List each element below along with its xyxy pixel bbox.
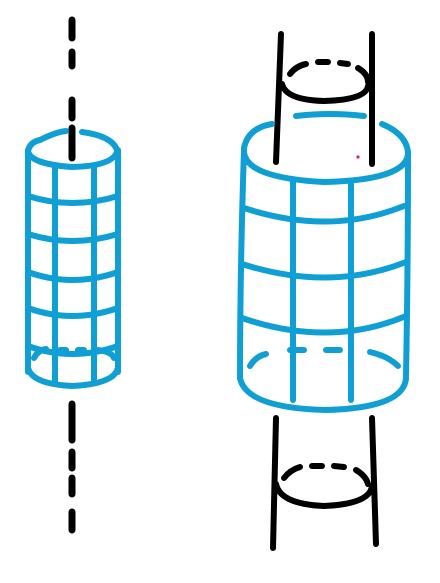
right-tube-bottom-stroke-3 <box>281 464 303 481</box>
right-cylinder-ring <box>239 313 409 336</box>
right-tube-bottom-rim <box>273 481 375 509</box>
left-mesh-cylinder-stroke-17 <box>95 347 117 361</box>
right-cylinder-bottom-rim <box>237 375 409 413</box>
right-tube-bottom-stroke-6 <box>353 467 371 487</box>
left-cylinder-figure <box>25 16 121 534</box>
left-cylinder-ring <box>25 231 121 244</box>
right-tube-bottom <box>270 415 379 551</box>
right-cylinder-left-wall <box>237 147 247 381</box>
left-cylinder-ring <box>25 193 121 206</box>
left-cylinder-top-rim <box>37 128 69 143</box>
right-tube-bottom-stroke-2 <box>369 415 379 547</box>
right-tube-top-stroke-6 <box>355 65 371 85</box>
right-cylinder-top-rim <box>241 121 275 151</box>
right-tube-top-stroke-5 <box>337 60 351 67</box>
right-cylinder-ring <box>239 259 409 281</box>
right-tube-top-stroke-1 <box>273 31 284 165</box>
left-cylinder-ring <box>25 269 121 283</box>
right-cylinder-figure <box>237 31 411 551</box>
left-cylinder-ring <box>25 305 121 319</box>
right-mesh-cylinder-stroke-4 <box>241 149 411 185</box>
left-mesh-cylinder-stroke-14 <box>31 346 49 361</box>
right-mesh-cylinder-stroke-12 <box>247 351 269 369</box>
right-mesh-cylinder-stroke-2 <box>293 111 367 119</box>
right-mesh-cylinder <box>237 111 411 413</box>
left-cylinder-bottom-rim <box>25 365 121 389</box>
left-mesh-cylinder-stroke-3 <box>25 148 120 170</box>
left-mesh-cylinder <box>25 128 121 389</box>
right-mesh-cylinder-stroke-3 <box>379 121 411 155</box>
left-cylinder-ring <box>25 343 121 357</box>
stray-dot <box>356 155 360 159</box>
right-cylinder-ring <box>241 203 407 225</box>
right-mesh-cylinder-stroke-15 <box>367 349 401 369</box>
right-tube-bottom-stroke-5 <box>331 463 347 470</box>
right-cylinder-right-wall <box>403 149 411 379</box>
right-tube-top-rim <box>279 81 371 104</box>
right-tube-top <box>273 31 375 167</box>
right-tube-top-stroke-3 <box>287 61 309 77</box>
left-mesh-cylinder-stroke-2 <box>79 129 120 153</box>
